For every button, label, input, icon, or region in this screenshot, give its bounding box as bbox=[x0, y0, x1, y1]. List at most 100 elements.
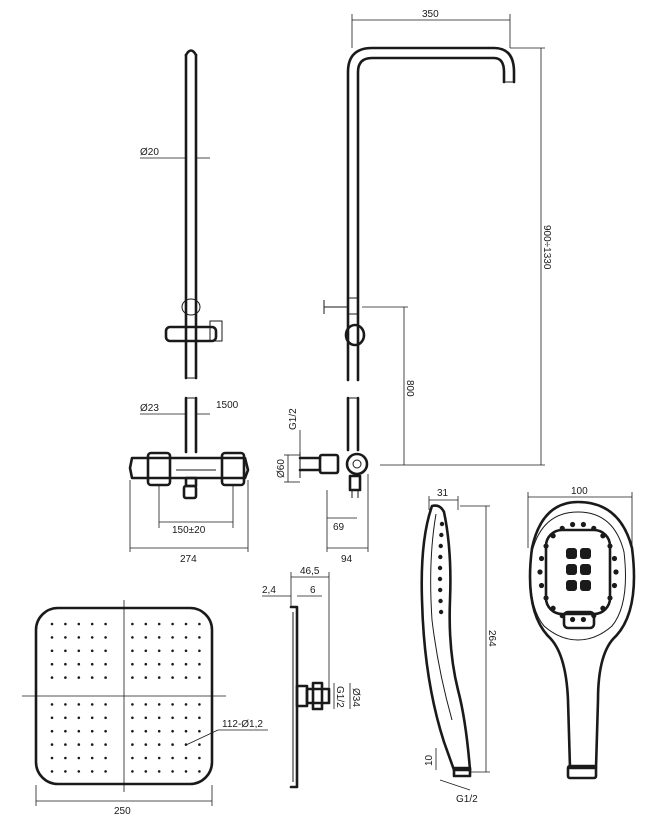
nozzle bbox=[64, 636, 67, 639]
hand-thread-label: G1/2 bbox=[456, 794, 478, 805]
nozzle bbox=[64, 703, 67, 706]
nozzle bbox=[198, 662, 201, 666]
nozzle bbox=[144, 622, 148, 626]
nozzle bbox=[131, 743, 134, 746]
nozzle bbox=[591, 525, 597, 531]
nozzle bbox=[144, 743, 148, 746]
hand-length-label: 264 bbox=[486, 630, 497, 647]
nozzle bbox=[144, 636, 148, 639]
nozzle bbox=[64, 622, 67, 626]
plate-6-label: 6 bbox=[310, 585, 316, 596]
connector-diameter-label: Ø34 bbox=[350, 688, 361, 707]
nozzle bbox=[198, 743, 201, 746]
thermostat-diameter-label: Ø23 bbox=[140, 403, 159, 414]
nozzle bbox=[77, 729, 81, 733]
nozzle bbox=[198, 716, 201, 720]
depth-94-label: 94 bbox=[341, 554, 353, 565]
nozzle bbox=[104, 622, 107, 626]
inlet-thread-label: G1/2 bbox=[288, 408, 299, 430]
nozzle bbox=[543, 543, 549, 549]
nozzle bbox=[171, 649, 174, 653]
massage-nozzle bbox=[566, 548, 577, 559]
nozzle bbox=[600, 533, 606, 539]
nozzle bbox=[64, 743, 67, 746]
wall-46-5-label: 46,5 bbox=[300, 566, 320, 577]
rail-height-label: 900÷1330 bbox=[541, 225, 552, 270]
nozzle bbox=[438, 598, 443, 604]
nozzle bbox=[104, 649, 107, 653]
massage-nozzle bbox=[580, 564, 591, 575]
nozzle bbox=[90, 649, 94, 653]
nozzle bbox=[611, 582, 618, 589]
nozzle bbox=[438, 554, 443, 560]
hand-shower-side-view: 31 264 10 G1/2 bbox=[420, 488, 497, 805]
nozzle bbox=[171, 729, 174, 733]
hand-width-label: 100 bbox=[571, 486, 588, 497]
nozzle bbox=[131, 676, 134, 679]
nozzle bbox=[198, 729, 201, 733]
nozzle bbox=[90, 743, 94, 746]
nozzle bbox=[184, 622, 188, 626]
head-width-label: 250 bbox=[114, 806, 131, 817]
nozzle bbox=[600, 605, 606, 611]
nozzle bbox=[591, 613, 597, 619]
nozzle bbox=[50, 743, 54, 746]
massage-nozzle bbox=[566, 564, 577, 575]
shower-head-side-view: 46,5 2,4 6 G1/2 Ø34 bbox=[262, 566, 361, 789]
nozzle bbox=[50, 756, 54, 760]
nozzle bbox=[184, 636, 188, 639]
nozzle bbox=[144, 676, 148, 679]
nozzle bbox=[437, 587, 443, 593]
nozzle bbox=[104, 729, 107, 733]
nozzle bbox=[171, 662, 174, 666]
nozzle bbox=[131, 622, 134, 626]
nozzle bbox=[90, 636, 94, 639]
nozzle bbox=[198, 649, 201, 653]
nozzle bbox=[90, 716, 94, 720]
nozzle bbox=[104, 703, 107, 706]
nozzle bbox=[104, 716, 107, 720]
nozzle bbox=[64, 729, 67, 733]
massage-nozzle bbox=[580, 580, 591, 591]
nozzle bbox=[144, 770, 148, 773]
nozzle bbox=[77, 770, 81, 773]
nozzle bbox=[131, 770, 134, 773]
nozzle bbox=[104, 743, 107, 746]
nozzle bbox=[157, 716, 161, 720]
nozzle bbox=[439, 532, 444, 538]
nozzle bbox=[550, 533, 556, 539]
nozzle bbox=[90, 756, 94, 760]
connector-thread-label: G1/2 bbox=[334, 686, 345, 708]
nozzle bbox=[543, 595, 549, 601]
nozzle bbox=[50, 716, 54, 720]
nozzle bbox=[184, 676, 188, 679]
nozzle bbox=[580, 616, 587, 623]
front-view-rail: Ø20 Ø23 1500 bbox=[140, 49, 239, 454]
nozzle bbox=[198, 636, 201, 639]
nozzle bbox=[131, 636, 134, 639]
hand-front-nozzles bbox=[537, 521, 619, 623]
nozzle bbox=[171, 622, 174, 626]
nozzle bbox=[559, 613, 565, 619]
nozzle bbox=[104, 770, 107, 773]
nozzle bbox=[439, 521, 445, 527]
nozzle bbox=[50, 662, 54, 666]
nozzle bbox=[613, 569, 619, 575]
mount-height-label: 800 bbox=[404, 380, 415, 397]
nozzle bbox=[144, 716, 148, 720]
hand-end-label: 10 bbox=[424, 754, 435, 766]
nozzle bbox=[184, 729, 188, 733]
nozzle bbox=[144, 662, 148, 666]
nozzle bbox=[157, 676, 161, 679]
nozzle bbox=[90, 703, 94, 706]
spacing-label: 150±20 bbox=[172, 525, 206, 536]
nozzle bbox=[157, 662, 161, 666]
nozzle bbox=[77, 662, 81, 666]
nozzle bbox=[64, 676, 67, 679]
nozzle bbox=[131, 703, 134, 706]
nozzle bbox=[198, 703, 201, 706]
nozzle bbox=[550, 605, 556, 611]
nozzle bbox=[198, 756, 201, 760]
nozzle bbox=[184, 716, 188, 720]
